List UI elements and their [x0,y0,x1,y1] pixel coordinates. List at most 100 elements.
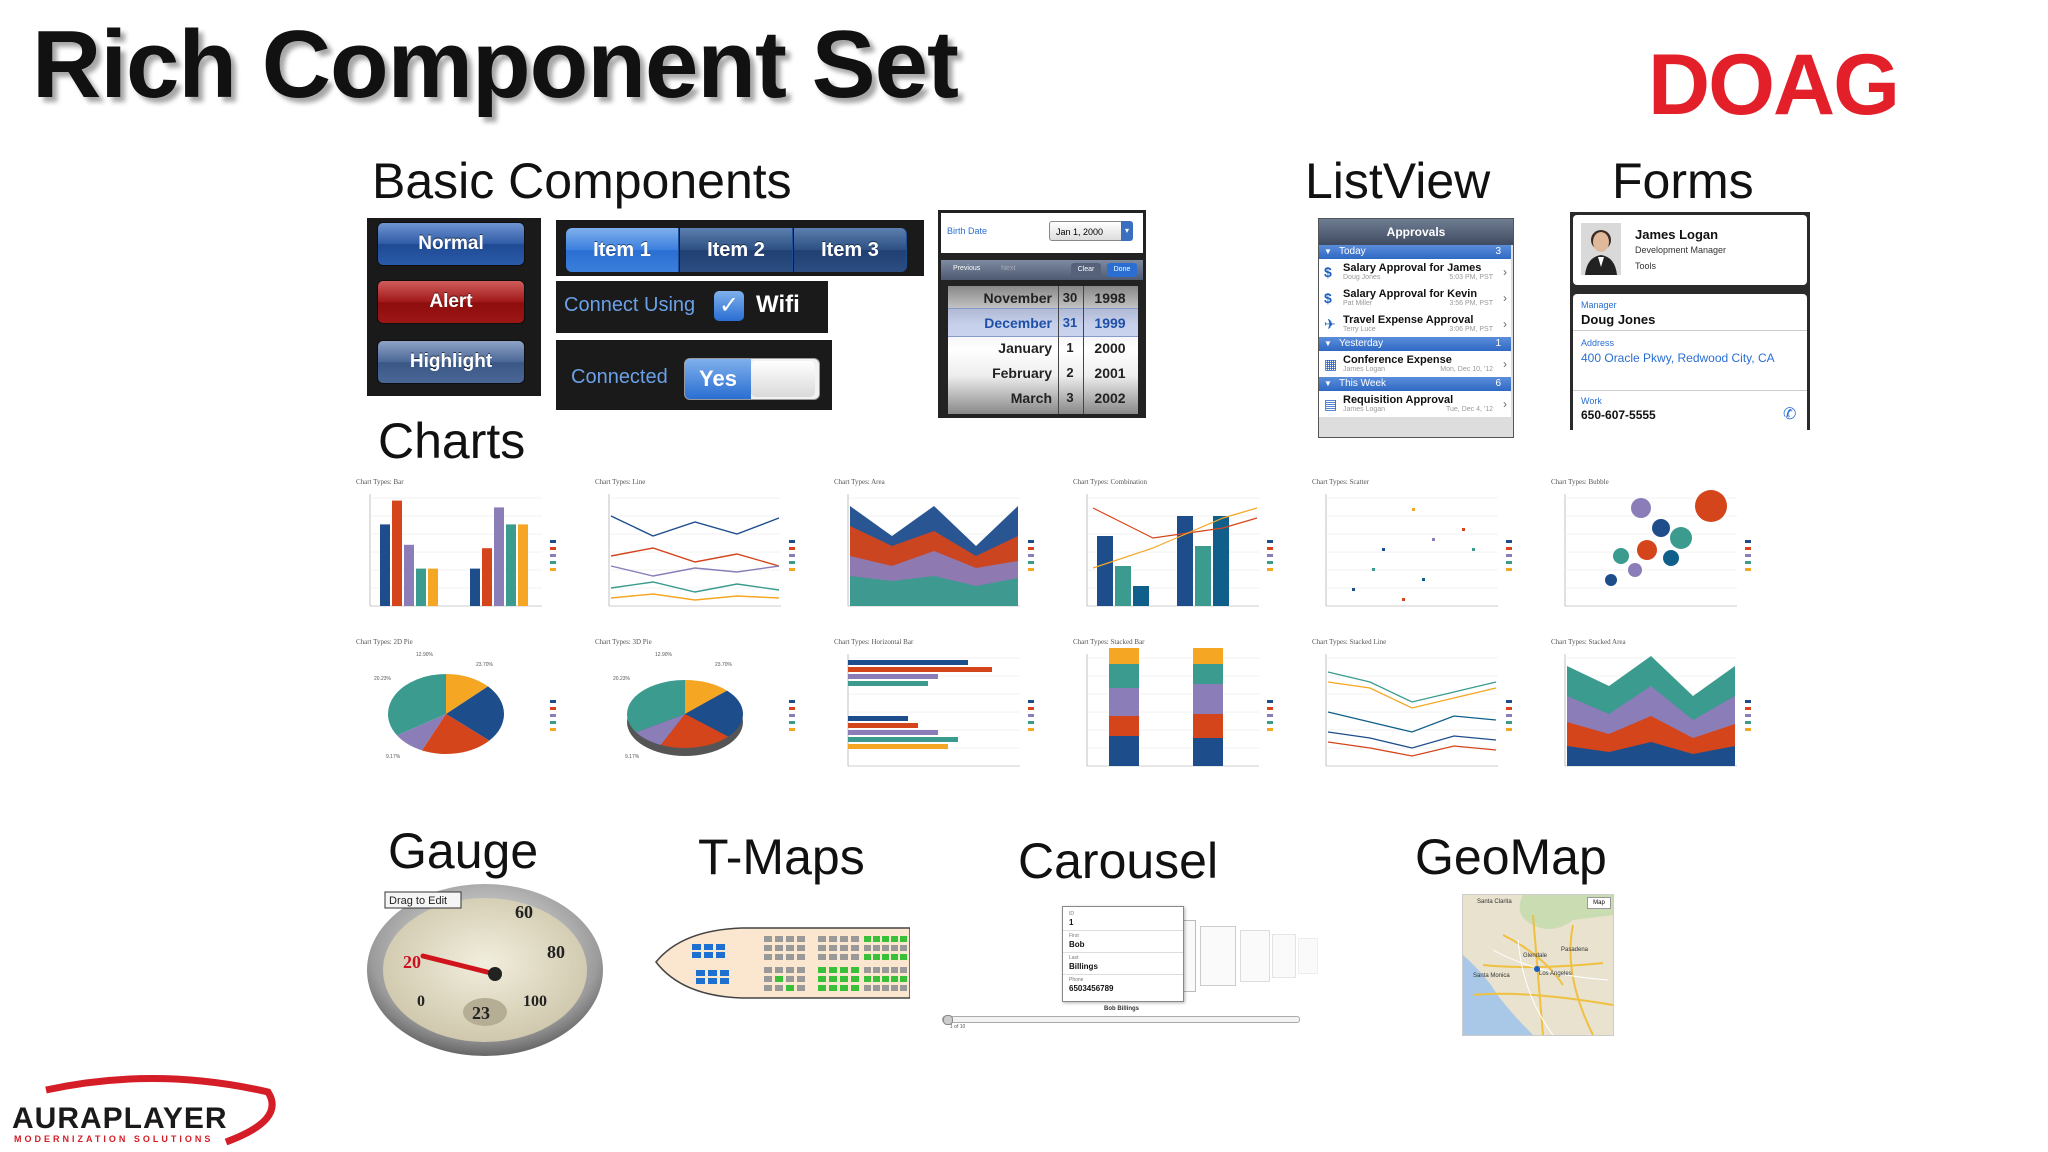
seat-business [708,970,717,976]
segment-item-3[interactable]: Item 3 [794,228,907,272]
gauge-hub [488,967,502,981]
address-value[interactable]: 400 Oracle Pkwy, Redwood City, CA [1581,351,1775,365]
pie-slice [685,690,743,737]
seat-economy [840,985,848,991]
normal-button[interactable]: Normal [377,222,525,266]
carousel-pager: 1 of 10 [950,1024,966,1030]
seat-economy [786,967,794,973]
seat-economy [764,936,772,942]
picker-toolbar: Previous Next Clear Done [941,260,1143,280]
divider [1063,974,1183,975]
legend-swatch [1745,561,1751,564]
wheel-day: 30 [1062,290,1078,305]
geo-map[interactable]: Santa Clarita Los Angeles Glendale Santa… [1462,894,1614,1036]
seat-economy [864,936,871,942]
bar-segment [1193,684,1223,714]
legend-swatch [1267,540,1273,543]
wifi-checkbox[interactable]: ✓ [714,291,744,321]
wheel-day: 3 [1066,390,1074,405]
seat-map[interactable] [652,922,911,1004]
bar [494,507,504,606]
carousel-field-value: 1 [1069,918,1074,927]
seat-economy [797,985,805,991]
bar-segment [1109,716,1139,736]
contact-form: James Logan Development Manager Tools Ma… [1570,212,1810,430]
gauge[interactable]: 60 80 20 0 100 23 Drag to Edit [365,878,605,1056]
contact-dept: Tools [1635,261,1657,271]
segment-item-1[interactable]: Item 1 [566,228,679,272]
wheel-day: 31 [1062,315,1078,330]
carousel-field-value: Billings [1069,962,1098,971]
bubble [1670,527,1692,549]
seat-economy [829,985,837,991]
bar-segment [1193,648,1223,664]
phone-icon[interactable]: ✆ [1783,406,1797,423]
carousel-slider[interactable] [942,1015,1300,1025]
bar [518,524,528,606]
legend-swatch [1506,554,1512,557]
birth-date-value[interactable]: Jan 1, 2000 [1049,221,1131,241]
connected-toggle[interactable]: Yes [684,358,820,400]
work-phone-value[interactable]: 650-607-5555 [1581,408,1656,422]
contact-header: James Logan Development Manager Tools [1573,215,1807,285]
seat-economy [818,967,826,973]
carousel-card[interactable] [1298,938,1318,974]
highlight-button[interactable]: Highlight [377,340,525,384]
manager-value[interactable]: Doug Jones [1581,312,1656,327]
legend-swatch [1028,714,1034,717]
next-button[interactable]: Next [1001,265,1016,272]
seat-economy [797,967,805,973]
wheel-year: 1998 [1094,290,1126,306]
segment-item-2[interactable]: Item 2 [680,228,793,272]
birth-date-field[interactable]: Birth Date Jan 1, 2000 ▾ [941,213,1143,253]
toggle-knob[interactable] [751,361,815,397]
chevron-down-icon[interactable]: ▾ [1121,221,1133,241]
carousel-card[interactable] [1272,934,1296,978]
bar-segment [1109,648,1139,664]
done-button[interactable]: Done [1107,263,1137,277]
seat-economy [775,945,783,951]
map-type-button[interactable]: Map [1587,897,1611,909]
previous-button[interactable]: Previous [953,265,981,272]
seat-economy [764,976,772,982]
item-subtitle: Pat Miller [1343,300,1373,307]
seat-economy [840,945,848,951]
legend-swatch [1028,561,1034,564]
seat-economy [818,945,826,951]
pie-slice [446,686,504,741]
seat-economy [786,936,794,942]
series-line [610,565,780,577]
item-title: Salary Approval for Kevin [1343,288,1478,300]
legend-swatch [1745,547,1751,550]
legend-swatch [1267,561,1273,564]
contact-name: James Logan [1635,227,1719,242]
slider-handle[interactable] [943,1015,953,1025]
seat-economy [864,985,871,991]
pie-label: 23.70% [476,662,494,668]
legend-swatch [550,714,556,717]
carousel-card[interactable] [1200,926,1236,986]
manager-label: Manager [1581,300,1617,310]
legend-swatch [550,721,556,724]
legend-swatch [550,554,556,557]
clear-button[interactable]: Clear [1071,263,1101,277]
carousel-field-label: First [1069,933,1079,939]
seat-economy [891,976,898,982]
alert-button[interactable]: Alert [377,280,525,324]
carousel-card[interactable] [1240,930,1270,982]
seat-economy [891,985,898,991]
legend-swatch [789,547,795,550]
